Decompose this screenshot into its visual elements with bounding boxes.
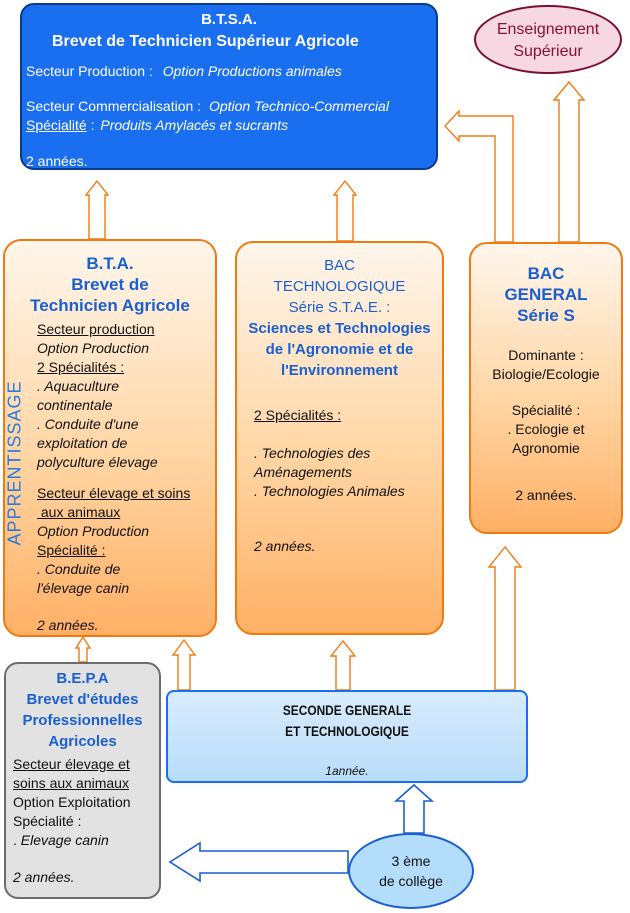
bta-s1-spec2-a: . Conduite d'une: [37, 416, 139, 432]
arrow-bacgen-to-ens: [552, 80, 586, 243]
bac-gen-t3: Série S: [517, 306, 575, 325]
bta-s1-header: Secteur production: [37, 321, 155, 337]
btsa-production-label: Secteur Production :: [26, 63, 153, 79]
bac-tech-spec1-b: Aménagements: [254, 464, 353, 480]
bta-s2-spec-a: . Conduite de: [37, 561, 121, 577]
bta-s2-header-a: Secteur élevage et soins: [37, 485, 191, 501]
btsa-commercialisation-option: Option Technico-Commercial: [208, 98, 389, 114]
bac-gen-dom-value: Biologie/Ecologie: [492, 366, 600, 382]
bepa-duration: 2 années.: [13, 869, 75, 885]
arrow-college-to-seconde: [393, 783, 435, 834]
btsa-line-commercialisation: Secteur Commercialisation : Option Techn…: [26, 98, 389, 114]
bepa-box: B.E.P.A Brevet d'études Professionnelles…: [4, 662, 161, 899]
arrow-bacgen-to-btsa: [444, 109, 514, 243]
btsa-specialite-label: Spécialité: [26, 117, 87, 133]
bac-gen-spec-a: . Ecologie et: [507, 421, 585, 437]
arrow-bactech-to-btsa: [332, 179, 358, 242]
bac-technologique-box: BAC TECHNOLOGIQUE Série S.T.A.E. : Scien…: [235, 241, 444, 635]
bta-duration: 2 années.: [37, 617, 99, 633]
bta-details: Secteur production Option Production 2 S…: [37, 320, 190, 635]
bac-tech-t4: Sciences et Technologies: [248, 320, 431, 337]
seconde-duration: 1année.: [325, 764, 369, 778]
btsa-acronym: B.T.S.A.: [201, 11, 257, 28]
seconde-title: SECONDE GENERALE ET TECHNOLOGIQUE: [195, 700, 499, 742]
bac-gen-t1: BAC: [527, 264, 565, 283]
bta-title-line3: Technicien Agricole: [30, 296, 190, 315]
bta-s2-header-b: aux animaux: [37, 504, 121, 520]
btsa-specialite-value: Produits Amylacés et sucrants: [100, 117, 289, 133]
bta-s1-spec1-b: continentale: [37, 397, 113, 413]
bta-s1-spec2-b: exploitation de: [37, 435, 128, 451]
bta-s1-option: Option Production: [37, 340, 150, 356]
bac-gen-details: Dominante : Biologie/Ecologie Spécialité…: [471, 346, 621, 505]
arrow-college-to-bepa: [168, 841, 349, 883]
btsa-commercialisation-label: Secteur Commercialisation :: [26, 98, 202, 114]
bepa-spec-value: Elevage canin: [20, 832, 109, 848]
bepa-spec-line: . Elevage canin: [13, 831, 131, 850]
bepa-t4: Agricoles: [48, 733, 117, 750]
arrow-seconde-to-bta: [171, 638, 197, 691]
bta-s2-spec-header: Spécialité :: [37, 542, 106, 558]
bepa-spec-prefix: .: [13, 832, 21, 848]
college-line2: de collège: [379, 873, 443, 889]
arrow-seconde-to-bacgen: [487, 545, 523, 691]
bepa-details: Secteur élevage et soins aux animaux Opt…: [13, 755, 131, 887]
bac-tech-t2: TECHNOLOGIQUE: [273, 278, 406, 295]
arrow-bepa-to-bta: [74, 635, 92, 663]
bta-s1-spec-header: 2 Spécialités :: [37, 359, 125, 375]
bepa-option: Option Exploitation: [13, 794, 131, 810]
bac-tech-spec-header: 2 Spécialités :: [254, 407, 342, 423]
bac-gen-t2: GENERAL: [504, 285, 588, 304]
bta-s2-spec-b: l'élevage canin: [37, 580, 130, 596]
bepa-t1: B.E.P.A: [56, 670, 109, 687]
arrow-seconde-to-bactech: [329, 639, 357, 691]
ens-line1: Enseignement: [496, 21, 600, 38]
college-line1: 3 ème: [391, 853, 431, 869]
btsa-production-option: Option Productions animales: [162, 63, 342, 79]
seconde-line1: SECONDE GENERALE: [282, 702, 412, 718]
apprentissage-label: APPRENTISSAGE: [4, 380, 25, 546]
bta-s1-spec1-a: . Aquaculture: [37, 378, 119, 394]
bac-tech-t1: BAC: [324, 257, 355, 274]
bepa-t3: Professionnelles: [22, 712, 143, 729]
bac-gen-spec-header: Spécialité :: [511, 402, 581, 418]
bac-tech-t6: l'Environnement: [281, 362, 398, 379]
seconde-box: SECONDE GENERALE ET TECHNOLOGIQUE 1année…: [166, 690, 528, 783]
btsa-title: Brevet de Technicien Supérieur Agricole: [52, 33, 359, 50]
btsa-line-specialite: Spécialité : Produits Amylacés et sucran…: [26, 117, 288, 133]
bac-tech-t5: de l'Agronomie et de: [265, 341, 414, 358]
bac-tech-duration: 2 années.: [254, 538, 316, 554]
bac-tech-spec1-a: . Technologies des: [254, 445, 371, 461]
bta-title: B.T.A. Brevet de Technicien Agricole: [5, 253, 215, 316]
ens-line2: Supérieur: [513, 43, 583, 60]
bta-s2-option: Option Production: [37, 523, 150, 539]
bepa-title: B.E.P.A Brevet d'études Professionnelles…: [6, 668, 159, 752]
bta-title-acronym: B.T.A.: [86, 254, 134, 273]
bac-tech-spec2: . Technologies Animales: [254, 483, 405, 499]
bepa-s-header-a: Secteur élevage et: [13, 756, 130, 772]
bepa-t2: Brevet d'études: [26, 691, 139, 708]
seconde-line2: ET TECHNOLOGIQUE: [285, 723, 409, 739]
bac-gen-dom-header: Dominante :: [508, 347, 584, 363]
bta-s1-spec2-c: polyculture élevage: [37, 454, 158, 470]
bac-general-box: BAC GENERAL Série S Dominante : Biologie…: [469, 242, 623, 534]
btsa-box: B.T.S.A. Brevet de Technicien Supérieur …: [20, 3, 438, 170]
bac-gen-title: BAC GENERAL Série S: [471, 263, 621, 326]
bac-gen-duration: 2 années.: [515, 487, 577, 503]
bta-title-line2: Brevet de: [71, 275, 149, 294]
enseignement-superieur-ellipse: Enseignement Supérieur: [474, 5, 622, 74]
bac-tech-t3: Série S.T.A.E. :: [288, 299, 391, 316]
arrow-bta-to-btsa: [84, 179, 110, 240]
college-ellipse: 3 ème de collège: [348, 833, 474, 909]
bac-tech-title: BAC TECHNOLOGIQUE Série S.T.A.E. : Scien…: [237, 255, 442, 381]
btsa-duration: 2 années.: [26, 153, 88, 169]
bac-gen-spec-b: Agronomie: [512, 440, 580, 456]
bac-tech-details: 2 Spécialités : . Technologies des Aména…: [254, 406, 405, 556]
bepa-spec-header: Spécialité :: [13, 813, 82, 829]
btsa-line-production: Secteur Production : Option Productions …: [26, 63, 342, 79]
bta-box: B.T.A. Brevet de Technicien Agricole Sec…: [3, 239, 217, 637]
bepa-s-header-b: soins aux animaux: [13, 775, 129, 791]
btsa-specialite-sep: :: [86, 117, 95, 133]
